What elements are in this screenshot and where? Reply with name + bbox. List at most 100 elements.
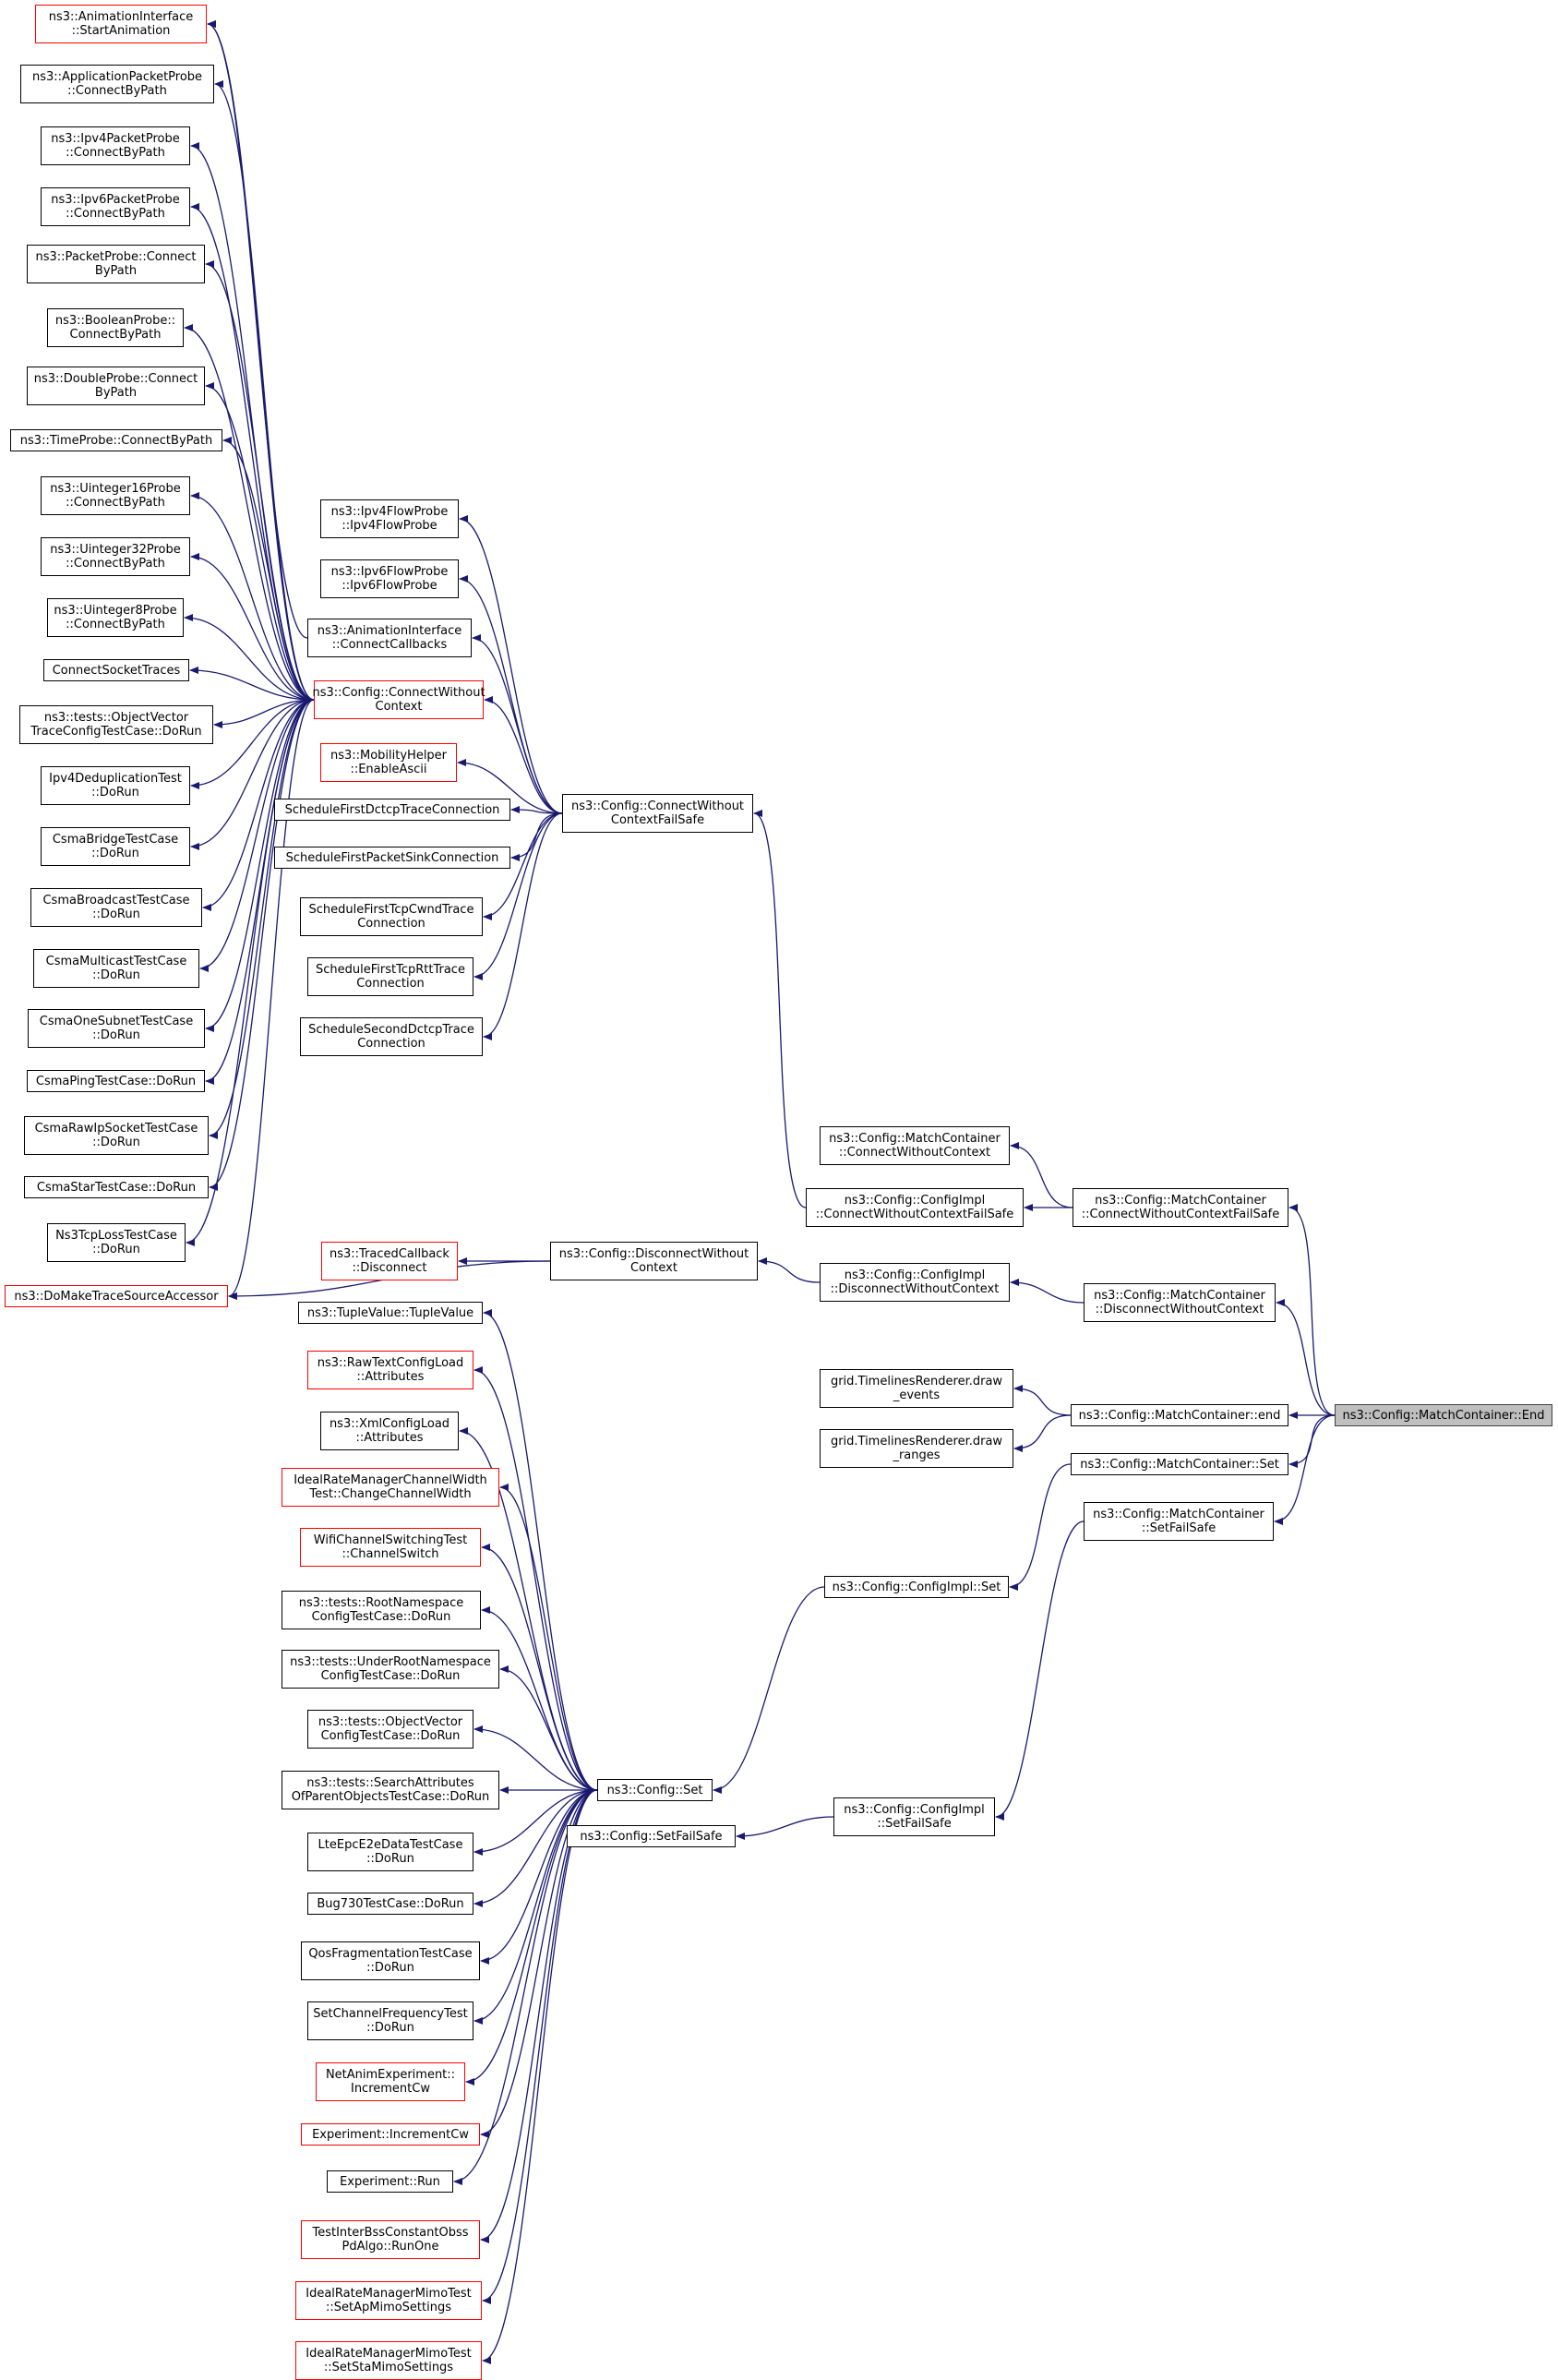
graph-node-mc-cwcfs[interactable]: ns3::Config::MatchContainer ::ConnectWit… — [1073, 1188, 1288, 1227]
graph-node-bool-probe[interactable]: ns3::BooleanProbe:: ConnectByPath — [47, 308, 184, 347]
call-edge-mc-setfs-to-mc-End — [1274, 1414, 1336, 1525]
graph-node-csma-bcast[interactable]: CsmaBroadcastTestCase ::DoRun — [30, 888, 202, 927]
call-edge-cfg-dwc-to-impl-dwc — [758, 1257, 821, 1283]
graph-node-sched-sink[interactable]: ScheduleFirstPacketSinkConnection — [274, 847, 510, 869]
call-edge-do-make-trace-to-cfg-cwc — [228, 699, 315, 1300]
call-edge-cfg-cwc-to-cfg-cwcfs — [484, 696, 563, 814]
graph-node-under-root[interactable]: ns3::tests::UnderRootNamespace ConfigTes… — [282, 1650, 499, 1689]
graph-node-packet-probe[interactable]: ns3::PacketProbe::Connect ByPath — [27, 245, 205, 283]
graph-node-mob-ascii[interactable]: ns3::MobilityHelper ::EnableAscii — [320, 743, 457, 782]
graph-node-grid-events[interactable]: grid.TimelinesRenderer.draw _events — [820, 1369, 1013, 1408]
graph-node-cfg-setfs[interactable]: ns3::Config::SetFailSafe — [567, 1825, 736, 1847]
call-edge-impl-dwc-to-mc-dwc — [1010, 1279, 1085, 1304]
graph-node-lte-epc[interactable]: LteEpcE2eDataTestCase ::DoRun — [307, 1833, 473, 1871]
graph-node-exp-run[interactable]: Experiment::Run — [327, 2170, 453, 2193]
graph-node-bug730[interactable]: Bug730TestCase::DoRun — [307, 1893, 473, 1915]
graph-node-sched-cwnd[interactable]: ScheduleFirstTcpCwndTrace Connection — [300, 897, 483, 936]
call-edge-csma-bcast-to-cfg-cwc — [202, 699, 315, 911]
call-edge-lte-epc-to-cfg-set — [473, 1789, 598, 1856]
graph-node-impl-cwcfs[interactable]: ns3::Config::ConfigImpl ::ConnectWithout… — [806, 1188, 1024, 1227]
call-edge-app-probe-to-cfg-cwc — [214, 80, 315, 701]
graph-node-ideal-ap[interactable]: IdealRateManagerMimoTest ::SetApMimoSett… — [295, 2281, 482, 2320]
graph-node-cfg-dwc[interactable]: ns3::Config::DisconnectWithout Context — [550, 1242, 758, 1280]
graph-node-double-probe[interactable]: ns3::DoubleProbe::Connect ByPath — [27, 367, 205, 405]
call-edge-rawtext-to-cfg-set — [473, 1366, 598, 1791]
graph-node-netanim-cw[interactable]: NetAnimExperiment:: IncrementCw — [316, 2062, 465, 2101]
call-edge-sched-sink-to-cfg-cwcfs — [510, 812, 563, 861]
call-edge-anim-start-to-cfg-cwc — [207, 20, 315, 701]
graph-node-ipv4dedup[interactable]: Ipv4DeduplicationTest ::DoRun — [41, 766, 190, 805]
graph-node-u32-probe[interactable]: ns3::Uinteger32Probe ::ConnectByPath — [41, 537, 190, 576]
graph-node-time-probe[interactable]: ns3::TimeProbe::ConnectByPath — [10, 429, 222, 451]
graph-node-u8-probe[interactable]: ns3::Uinteger8Probe ::ConnectByPath — [47, 598, 184, 637]
call-edge-csma-raw-to-cfg-cwc — [209, 699, 315, 1139]
call-edge-mc-cwc-to-mc-cwcfs — [1010, 1142, 1073, 1208]
call-edge-mob-ascii-to-cfg-cwcfs — [457, 759, 563, 814]
call-edge-ideal-sta-to-cfg-set — [482, 1789, 598, 2364]
call-edge-ipv4dedup-to-cfg-cwc — [190, 699, 315, 789]
graph-node-mc-cwc[interactable]: ns3::Config::MatchContainer ::ConnectWit… — [820, 1126, 1010, 1165]
graph-node-cfg-cwcfs[interactable]: ns3::Config::ConnectWithout ContextFailS… — [562, 794, 753, 833]
graph-node-cfg-set[interactable]: ns3::Config::Set — [597, 1779, 713, 1801]
call-edge-qos-frag-to-cfg-set — [480, 1789, 598, 1965]
graph-node-csma-bridge[interactable]: CsmaBridgeTestCase ::DoRun — [41, 827, 190, 866]
graph-node-set-chfreq[interactable]: SetChannelFrequencyTest ::DoRun — [307, 2001, 473, 2040]
graph-node-anim-start[interactable]: ns3::AnimationInterface ::StartAnimation — [35, 5, 207, 43]
call-edge-cfg-cwcfs-to-impl-cwcfs — [753, 810, 807, 1208]
call-edge-csma-bridge-to-cfg-cwc — [190, 699, 315, 850]
graph-node-root-ns[interactable]: ns3::tests::RootNamespace ConfigTestCase… — [282, 1591, 481, 1629]
call-edge-objvec-trace-to-cfg-cwc — [213, 699, 315, 728]
call-edge-mc-cwcfs-to-mc-End — [1288, 1204, 1336, 1416]
graph-node-impl-set[interactable]: ns3::Config::ConfigImpl::Set — [824, 1576, 1009, 1598]
graph-node-sched-2dctcp[interactable]: ScheduleSecondDctcpTrace Connection — [300, 1017, 483, 1056]
call-edge-ideal-cw-to-cfg-set — [499, 1484, 598, 1791]
graph-node-mc-End[interactable]: ns3::Config::MatchContainer::End — [1335, 1404, 1552, 1426]
graph-node-csma-raw[interactable]: CsmaRawIpSocketTestCase ::DoRun — [24, 1116, 209, 1155]
graph-node-csma-onesub[interactable]: CsmaOneSubnetTestCase ::DoRun — [28, 1009, 205, 1048]
graph-node-connect-socket[interactable]: ConnectSocketTraces — [43, 659, 189, 681]
graph-node-ideal-cw[interactable]: IdealRateManagerChannelWidth Test::Chang… — [282, 1468, 499, 1507]
graph-node-csma-star[interactable]: CsmaStarTestCase::DoRun — [24, 1176, 209, 1198]
graph-node-impl-setfs[interactable]: ns3::Config::ConfigImpl ::SetFailSafe — [833, 1797, 995, 1836]
graph-node-mc-set[interactable]: ns3::Config::MatchContainer::Set — [1071, 1453, 1288, 1475]
graph-node-cfg-cwc[interactable]: ns3::Config::ConnectWithout Context — [312, 680, 485, 719]
graph-node-traced-cb[interactable]: ns3::TracedCallback ::Disconnect — [321, 1242, 458, 1280]
graph-node-grid-ranges[interactable]: grid.TimelinesRenderer.draw _ranges — [820, 1429, 1013, 1468]
graph-node-app-probe[interactable]: ns3::ApplicationPacketProbe ::ConnectByP… — [20, 65, 214, 103]
graph-node-ideal-sta[interactable]: IdealRateManagerMimoTest ::SetStaMimoSet… — [295, 2341, 482, 2380]
graph-node-mc-setfs[interactable]: ns3::Config::MatchContainer ::SetFailSaf… — [1084, 1502, 1274, 1541]
graph-node-anim-cb[interactable]: ns3::AnimationInterface ::ConnectCallbac… — [307, 619, 472, 657]
graph-node-search-attr[interactable]: ns3::tests::SearchAttributes OfParentObj… — [282, 1771, 499, 1809]
graph-node-bss-obss[interactable]: TestInterBssConstantObss PdAlgo::RunOne — [301, 2220, 480, 2259]
graph-node-xmlcfg[interactable]: ns3::XmlConfigLoad ::Attributes — [320, 1412, 459, 1450]
call-edge-exp-cw-to-cfg-set — [480, 1789, 598, 2138]
graph-node-wifi-chsw[interactable]: WifiChannelSwitchingTest ::ChannelSwitch — [300, 1528, 481, 1567]
call-edge-impl-setfs-to-mc-setfs — [995, 1521, 1085, 1821]
graph-node-csma-mcast[interactable]: CsmaMulticastTestCase ::DoRun — [33, 949, 199, 988]
call-edge-u16-probe-to-cfg-cwc — [190, 492, 315, 701]
graph-node-tuple[interactable]: ns3::TupleValue::TupleValue — [298, 1302, 483, 1324]
graph-node-mc-dwc[interactable]: ns3::Config::MatchContainer ::Disconnect… — [1084, 1283, 1276, 1322]
graph-node-ipv6flow[interactable]: ns3::Ipv6FlowProbe ::Ipv6FlowProbe — [320, 559, 459, 598]
graph-node-qos-frag[interactable]: QosFragmentationTestCase ::DoRun — [301, 1941, 480, 1980]
graph-node-mc-end-lc[interactable]: ns3::Config::MatchContainer::end — [1071, 1404, 1288, 1426]
graph-node-objvec-trace[interactable]: ns3::tests::ObjectVector TraceConfigTest… — [19, 705, 213, 744]
graph-node-csma-ping[interactable]: CsmaPingTestCase::DoRun — [27, 1070, 205, 1092]
graph-node-sched-dctcp[interactable]: ScheduleFirstDctcpTraceConnection — [274, 799, 510, 821]
graph-node-u16-probe[interactable]: ns3::Uinteger16Probe ::ConnectByPath — [41, 476, 190, 515]
graph-node-ipv4flow[interactable]: ns3::Ipv4FlowProbe ::Ipv4FlowProbe — [320, 499, 459, 538]
graph-node-rawtext[interactable]: ns3::RawTextConfigLoad ::Attributes — [307, 1351, 473, 1389]
call-edge-bool-probe-to-cfg-cwc — [184, 324, 315, 701]
graph-node-ns3tcp-loss[interactable]: Ns3TcpLossTestCase ::DoRun — [47, 1223, 186, 1262]
graph-node-ipv4-probe[interactable]: ns3::Ipv4PacketProbe ::ConnectByPath — [41, 126, 190, 165]
graph-node-objvec-cfg[interactable]: ns3::tests::ObjectVector ConfigTestCase:… — [307, 1710, 473, 1749]
graph-node-sched-rtt[interactable]: ScheduleFirstTcpRttTrace Connection — [307, 957, 473, 996]
graph-node-do-make-trace[interactable]: ns3::DoMakeTraceSourceAccessor — [5, 1285, 228, 1307]
call-edge-exp-run-to-cfg-set — [453, 1789, 598, 2185]
graph-node-exp-cw[interactable]: Experiment::IncrementCw — [301, 2123, 480, 2146]
call-edge-sched-2dctcp-to-cfg-cwcfs — [483, 812, 563, 1040]
call-edge-bss-obss-to-cfg-set — [480, 1789, 598, 2243]
graph-node-ipv6-probe[interactable]: ns3::Ipv6PacketProbe ::ConnectByPath — [41, 187, 190, 226]
graph-node-impl-dwc[interactable]: ns3::Config::ConfigImpl ::DisconnectWith… — [820, 1263, 1010, 1302]
